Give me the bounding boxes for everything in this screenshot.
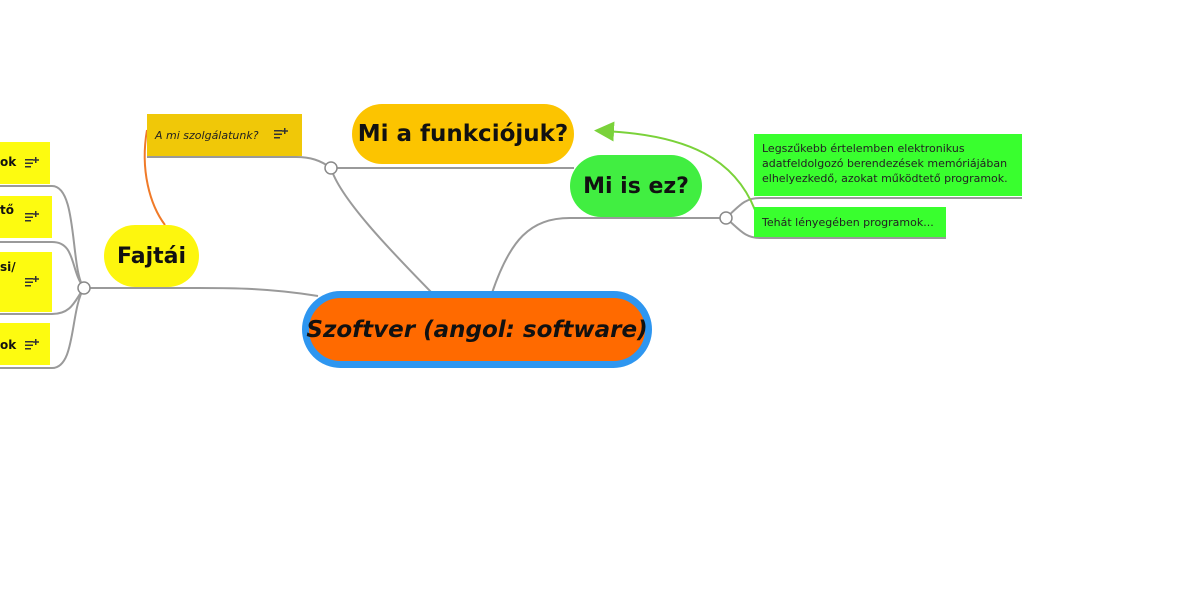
connector-function-service	[147, 156, 332, 169]
connector-central-whatisit	[491, 217, 726, 294]
types-child-2[interactable]: tő	[0, 196, 52, 238]
note-icon[interactable]	[274, 128, 288, 140]
topic-what-is-it[interactable]: Mi is ez?	[570, 155, 702, 217]
subtopic-therefore-label: Tehát lényegében programok...	[762, 215, 934, 229]
central-topic[interactable]: Szoftver (angol: software)	[302, 291, 652, 368]
topic-types[interactable]: Fajtái	[104, 225, 199, 287]
collapse-knob-icon	[324, 161, 338, 175]
types-child-4-label: ok	[0, 338, 17, 352]
relationship-green	[594, 121, 756, 211]
topic-what-is-it-label: Mi is ez?	[583, 173, 689, 199]
collapse-knob-icon	[719, 211, 733, 225]
relationship-orange	[143, 129, 166, 226]
connector-central-types	[84, 287, 319, 297]
connector-types-child2	[0, 241, 85, 289]
connector-types-child4	[0, 287, 85, 369]
subtopic-definition-label: Legszűkebb értelemben elektronikus adatf…	[762, 142, 1008, 185]
topic-types-label: Fajtái	[116, 243, 187, 269]
topic-function[interactable]: Mi a funkciójuk?	[352, 104, 574, 164]
subtopic-therefore[interactable]: Tehát lényegében programok...	[754, 207, 946, 237]
types-child-2-label: tő	[0, 203, 14, 217]
collapse-knob-icon	[77, 281, 91, 295]
types-child-3-label: si/	[0, 260, 16, 274]
central-topic-label: Szoftver (angol: software)	[306, 316, 648, 343]
connector-types-child1	[0, 185, 85, 289]
note-icon[interactable]	[25, 276, 39, 288]
types-child-3[interactable]: si/	[0, 252, 52, 312]
note-icon[interactable]	[25, 339, 39, 351]
subtopic-service[interactable]: A mi szolgálatunk?	[147, 114, 302, 156]
connector-central-function	[330, 167, 433, 294]
subtopic-definition[interactable]: Legszűkebb értelemben elektronikus adatf…	[754, 134, 1022, 196]
note-icon[interactable]	[25, 211, 39, 223]
types-child-1-label: ok	[0, 155, 17, 169]
subtopic-service-label: A mi szolgálatunk?	[155, 128, 259, 142]
types-child-4[interactable]: ok	[0, 323, 50, 365]
types-child-1[interactable]: ok	[0, 142, 50, 184]
topic-function-label: Mi a funkciójuk?	[357, 121, 569, 147]
note-icon[interactable]	[25, 157, 39, 169]
